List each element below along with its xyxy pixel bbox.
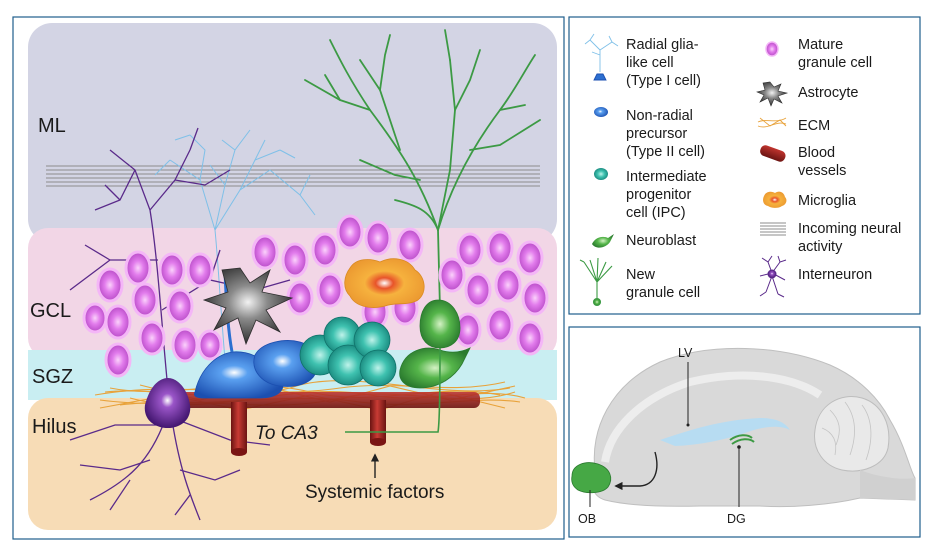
microglia-cell	[344, 258, 425, 308]
brain-label-dg: DG	[727, 512, 746, 526]
legend-radial-glia-line2: like cell	[626, 55, 674, 71]
legend-interneuron-line1: Interneuron	[798, 267, 872, 283]
legend-radial-glia-line1: Radial glia-	[626, 37, 699, 53]
interneuron-soma	[144, 378, 191, 428]
legend-ecm-label: ECM	[798, 118, 830, 134]
incoming-activity-icon	[760, 222, 786, 236]
new-granule-cell-icon	[579, 257, 613, 307]
legend-ipc-line3: cell (IPC)	[626, 205, 686, 221]
cerebellum	[814, 396, 890, 472]
legend-interneuron-label: Interneuron	[798, 267, 872, 283]
legend-ipc-line2: progenitor	[626, 187, 691, 203]
to-ca3-label: To CA3	[255, 423, 318, 444]
legend-new-granule-label: New granule cell	[626, 267, 700, 301]
legend-blood-vessels-line2: vessels	[798, 163, 846, 179]
non-radial-precursor-icon	[594, 107, 608, 117]
dentate-gyrus	[729, 434, 755, 445]
brain-label-ob: OB	[578, 512, 596, 526]
legend-ecm-line1: ECM	[798, 118, 830, 134]
legend-microglia-line1: Microglia	[798, 193, 857, 209]
olfactory-bulb	[571, 462, 612, 494]
legend-mature-granule-line1: Mature	[798, 37, 843, 53]
layer-label-hilus: Hilus	[32, 416, 76, 438]
legend-radial-glia-line3: (Type I cell)	[626, 73, 701, 89]
layer-label-gcl: GCL	[30, 300, 71, 322]
systemic-factors-label: Systemic factors	[305, 482, 444, 503]
layer-label-sgz: SGZ	[32, 366, 73, 388]
brain-panel: LV OB DG	[568, 326, 921, 538]
legend-mature-granule-line2: granule cell	[798, 55, 872, 71]
mature-granule-cell-icon	[765, 41, 779, 57]
legend-astrocyte-line1: Astrocyte	[798, 85, 858, 101]
ipc-icon	[594, 168, 608, 180]
legend-incoming-activity-line1: Incoming neural	[798, 221, 901, 237]
astrocyte-cell	[202, 267, 294, 346]
legend-new-granule-line1: New	[626, 267, 656, 283]
ipc-cluster	[299, 316, 397, 387]
legend-blood-vessels-label: Blood vessels	[798, 145, 846, 179]
main-panel: ML GCL SGZ Hilus	[12, 16, 565, 540]
neuroblast-icon	[592, 234, 614, 248]
new-granule-cell-dendrites	[304, 29, 541, 311]
legend-microglia-label: Microglia	[798, 193, 857, 209]
legend-astrocyte-label: Astrocyte	[798, 85, 858, 101]
legend-incoming-activity-line2: activity	[798, 239, 843, 255]
legend-non-radial-line1: Non-radial	[626, 108, 693, 124]
legend-radial-glia-label: Radial glia- like cell (Type I cell)	[626, 37, 703, 89]
interneuron-icon	[759, 255, 787, 298]
microglia-icon	[763, 191, 787, 208]
ml-layer	[28, 23, 557, 243]
radial-glia-icon	[584, 33, 619, 81]
legend-ipc-line1: Intermediate	[626, 169, 707, 185]
astrocyte-icon	[756, 81, 789, 107]
legend-mature-granule-label: Mature granule cell	[798, 37, 872, 71]
legend-new-granule-line2: granule cell	[626, 285, 700, 301]
neuroblast-soma	[399, 347, 471, 389]
legend-blood-vessels-line1: Blood	[798, 145, 835, 161]
legend-non-radial-line2: precursor	[626, 126, 687, 142]
legend-neuroblast-line1: Neuroblast	[626, 233, 696, 249]
legend-panel: Radial glia- like cell (Type I cell) Non…	[568, 16, 921, 315]
new-granule-cell-axon	[345, 347, 441, 433]
rms-arrow	[614, 451, 658, 491]
lateral-ventricle	[660, 418, 790, 446]
legend-non-radial-line3: (Type II cell)	[626, 144, 705, 160]
hilus-layer	[28, 398, 557, 530]
brain-label-lv: LV	[678, 346, 693, 360]
legend-incoming-activity-label: Incoming neural activity	[798, 221, 905, 255]
legend-ipc-label: Intermediate progenitor cell (IPC)	[626, 169, 711, 221]
legend-non-radial-label: Non-radial precursor (Type II cell)	[626, 108, 705, 160]
ecm-icon	[757, 117, 787, 128]
radial-glia-processes	[154, 129, 316, 361]
legend-neuroblast-label: Neuroblast	[626, 233, 696, 249]
layer-label-ml: ML	[38, 115, 66, 137]
blood-vessel-icon	[760, 145, 786, 162]
